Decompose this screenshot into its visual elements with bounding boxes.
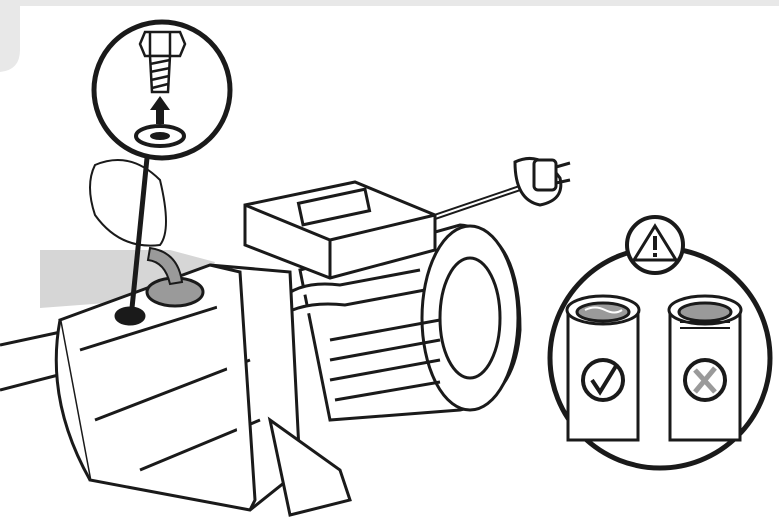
cross-icon	[683, 358, 727, 402]
top-bar	[0, 0, 779, 6]
water-stream	[146, 246, 184, 286]
motor-body	[274, 223, 522, 422]
drain-plug-callout	[91, 19, 233, 161]
terminal-box	[243, 180, 437, 280]
callout-leader	[129, 147, 151, 309]
checkmark-icon	[581, 358, 625, 402]
pipe-check-callout	[547, 245, 773, 471]
pump-housing	[54, 263, 352, 517]
arrow-up-icon	[150, 96, 170, 124]
hex-bolt-icon	[138, 30, 187, 94]
water-jug	[89, 159, 167, 247]
power-cord	[419, 157, 563, 225]
corner-tab	[0, 6, 20, 72]
drain-hole	[114, 306, 146, 326]
warning-triangle-icon	[625, 215, 685, 275]
plug-pins-icon	[555, 161, 571, 185]
